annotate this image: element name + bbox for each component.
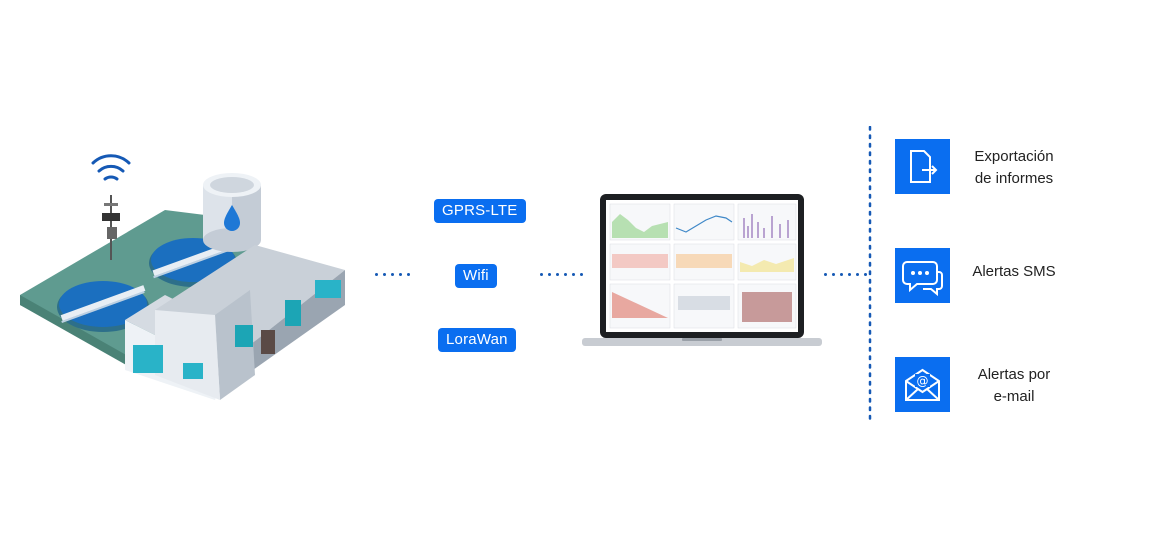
mini-chart	[612, 292, 668, 318]
window	[285, 300, 301, 326]
mini-chart	[612, 214, 668, 238]
mini-chart	[743, 214, 789, 238]
water-drop-icon	[224, 205, 240, 231]
door	[261, 330, 275, 354]
laptop-dashboard-illustration	[582, 194, 822, 346]
laptop-base	[582, 338, 822, 346]
protocol-lorawan: LoraWan	[438, 328, 516, 352]
window	[133, 345, 163, 373]
window	[315, 280, 341, 298]
chat-bubbles-icon	[902, 261, 943, 297]
sms-alert-label: Alertas SMS	[972, 263, 1056, 280]
window	[235, 325, 253, 347]
sensor-box	[102, 213, 120, 221]
envelope-at-icon: @	[905, 368, 940, 401]
mini-chart	[740, 258, 794, 272]
protocol-gprs-lte: GPRS-LTE	[434, 199, 526, 223]
mini-chart	[742, 292, 792, 322]
window	[183, 363, 203, 379]
sms-alert-tile	[895, 248, 950, 303]
mini-chart	[612, 254, 668, 268]
water-treatment-plant-illustration	[20, 154, 345, 400]
mini-chart	[675, 215, 733, 233]
email-alert-tile: @	[895, 357, 950, 412]
mini-chart	[678, 296, 730, 310]
svg-text:@: @	[917, 374, 929, 388]
connector-plant-to-protocols	[375, 273, 415, 277]
wifi-signal-icon	[91, 154, 131, 181]
connector-protocols-to-laptop	[540, 273, 588, 277]
outputs-vertical-divider	[868, 126, 872, 426]
connector-laptop-to-outputs	[824, 273, 872, 277]
file-export-icon	[910, 150, 938, 183]
protocol-wifi: Wifi	[455, 264, 497, 288]
mini-chart	[676, 254, 732, 268]
export-report-tile	[895, 139, 950, 194]
